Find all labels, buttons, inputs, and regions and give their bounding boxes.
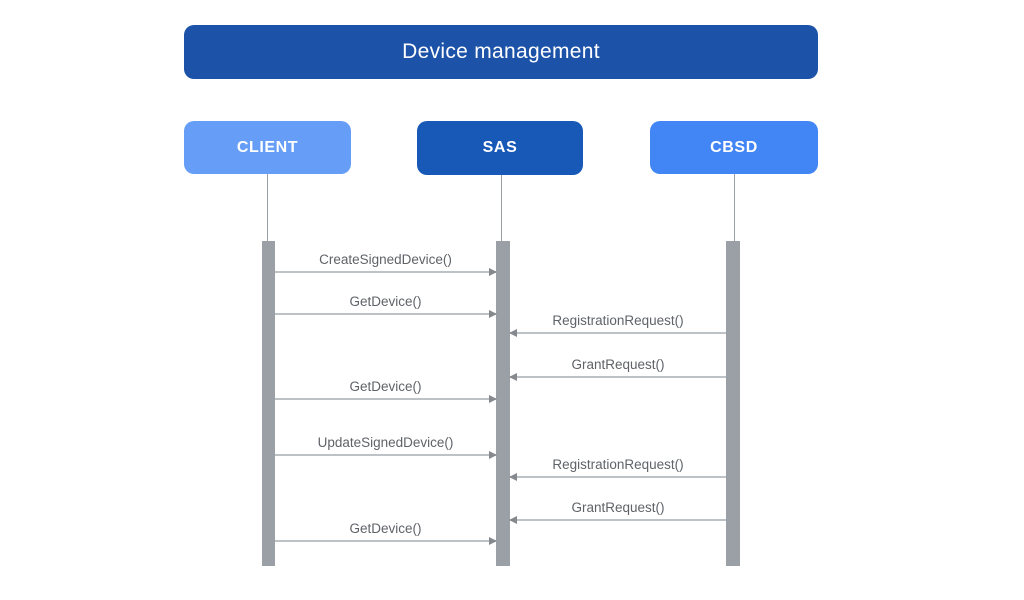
message-arrow [275, 267, 497, 276]
diagram-title: Device management [402, 40, 600, 63]
message-label: GrantRequest() [571, 500, 665, 515]
message-update-signed-device: UpdateSignedDevice() [275, 435, 497, 459]
message-grant-request-1: GrantRequest() [509, 357, 726, 381]
lifeline-client [267, 174, 268, 241]
arrowhead-right-icon [489, 309, 497, 318]
message-get-device-2: GetDevice() [275, 379, 497, 403]
actor-client-label: CLIENT [236, 138, 299, 156]
message-arrow [509, 328, 726, 337]
actor-cbsd-label: CBSD [710, 138, 758, 156]
arrowhead-left-icon [509, 328, 517, 337]
actor-sas-label: SAS [482, 139, 518, 156]
message-arrow [509, 515, 726, 524]
message-label: GetDevice() [349, 294, 422, 309]
activation-bar-client [262, 241, 275, 566]
arrowhead-right-icon [489, 450, 497, 459]
arrowhead-right-icon [489, 267, 497, 276]
arrowhead-right-icon [489, 394, 497, 403]
arrowhead-left-icon [509, 472, 517, 481]
message-arrow [509, 372, 726, 381]
message-registration-request-2: RegistrationRequest() [509, 457, 726, 481]
actor-client: CLIENT [184, 121, 351, 174]
message-arrow [275, 394, 497, 403]
lifeline-sas [501, 175, 502, 241]
message-label: UpdateSignedDevice() [317, 435, 454, 450]
message-get-device-1: GetDevice() [275, 294, 497, 318]
activation-bar-cbsd [726, 241, 740, 566]
message-arrow [275, 450, 497, 459]
message-registration-request-1: RegistrationRequest() [509, 313, 726, 337]
arrowhead-left-icon [509, 515, 517, 524]
actor-sas: SAS [417, 121, 583, 175]
diagram-title-bar: Device management [184, 25, 818, 79]
activation-bar-sas [496, 241, 510, 566]
message-arrow [509, 472, 726, 481]
message-create-signed-device: CreateSignedDevice() [275, 252, 497, 276]
message-label: RegistrationRequest() [552, 313, 684, 328]
message-grant-request-2: GrantRequest() [509, 500, 726, 524]
message-get-device-3: GetDevice() [275, 521, 497, 545]
message-label: RegistrationRequest() [552, 457, 684, 472]
actor-cbsd: CBSD [650, 121, 818, 174]
message-label: GrantRequest() [571, 357, 665, 372]
arrowhead-left-icon [509, 372, 517, 381]
message-arrow [275, 536, 497, 545]
message-label: CreateSignedDevice() [319, 252, 452, 267]
message-arrow [275, 309, 497, 318]
arrowhead-right-icon [489, 536, 497, 545]
lifeline-cbsd [734, 174, 735, 241]
message-label: GetDevice() [349, 379, 422, 394]
message-label: GetDevice() [349, 521, 422, 536]
